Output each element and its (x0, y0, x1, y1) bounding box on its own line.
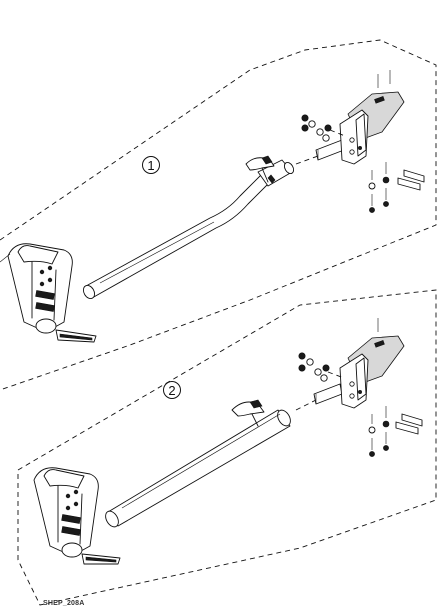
straight-tube (105, 409, 291, 528)
axis-line-1 (295, 155, 319, 165)
assembly-2: 2 (17, 289, 437, 606)
assembly-2-boundary (17, 289, 437, 606)
callout-2: 2 (163, 381, 181, 399)
cam-lever-1 (245, 155, 275, 183)
mounting-bracket-2 (339, 318, 405, 409)
axis-line-2 (295, 399, 317, 411)
callout-2-label: 2 (168, 383, 175, 398)
cam-lever-2 (231, 399, 265, 427)
mounting-bracket-1 (339, 70, 405, 165)
screws-1 (368, 162, 425, 213)
clamp-1 (0, 243, 97, 343)
nuts-washers-1 (301, 114, 346, 142)
bent-tube (82, 173, 271, 300)
figure-caption: SHEP_208A (43, 600, 85, 607)
assembly-1: 1 (0, 39, 437, 391)
screws-2 (368, 406, 423, 457)
callout-1: 1 (142, 156, 160, 174)
square-post-1 (315, 139, 345, 161)
callout-1-label: 1 (147, 158, 154, 173)
assembly-1-boundary (0, 39, 437, 391)
clamp-2 (33, 467, 121, 565)
nuts-washers-2 (298, 352, 345, 382)
square-post-2 (313, 383, 343, 405)
